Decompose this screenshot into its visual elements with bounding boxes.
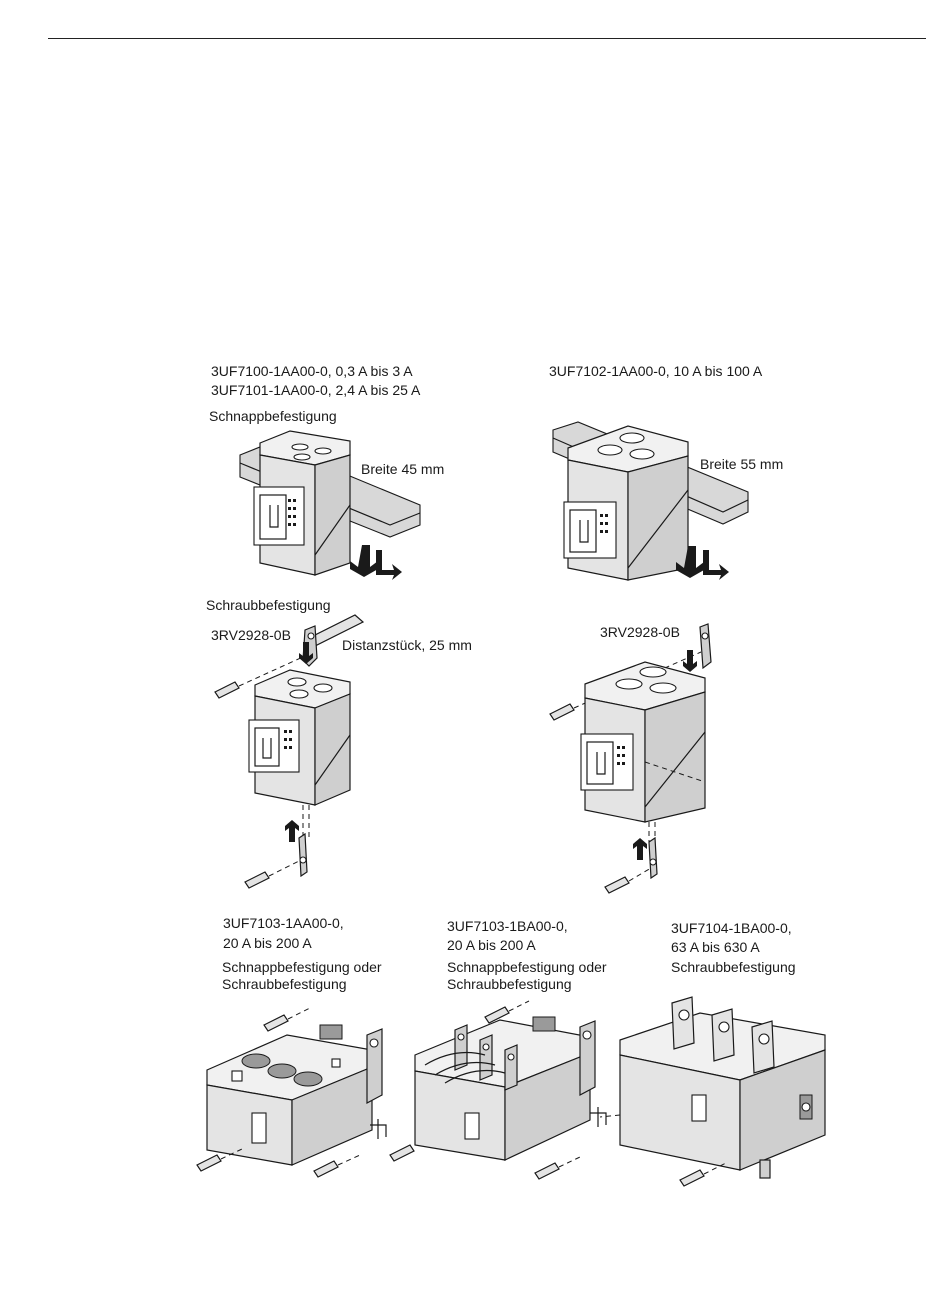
fig3-model-line2: 20 A bis 200 A bbox=[223, 935, 312, 951]
fig5-mount-line1: Schraubbefestigung bbox=[671, 959, 796, 975]
width-45-label: Breite 45 mm bbox=[361, 461, 445, 477]
fig1-model-line2: 3UF7101-1AA00-0, 2,4 A bis 25 A bbox=[211, 382, 421, 398]
fig5-model-line1: 3UF7104-1BA00-0, bbox=[671, 920, 792, 936]
header-rule bbox=[48, 38, 926, 39]
part-number-left: 3RV2928-0B bbox=[211, 627, 291, 643]
fig5-model-line2: 63 A bis 630 A bbox=[671, 939, 760, 955]
device-3UF7104-1BA00-illustration bbox=[599, 996, 826, 1187]
device-45mm-screw-illustration bbox=[214, 614, 365, 889]
screw-mount-label: Schraubbefestigung bbox=[206, 597, 331, 613]
device-45mm-snap-illustration bbox=[239, 430, 421, 580]
device-3UF7103-1AA00-illustration bbox=[196, 1006, 387, 1178]
fig4-model-line2: 20 A bis 200 A bbox=[447, 937, 536, 953]
width-55-label: Breite 55 mm bbox=[700, 456, 784, 472]
fig2-model-line1: 3UF7102-1AA00-0, 10 A bis 100 A bbox=[549, 363, 763, 379]
snap-mount-label: Schnappbefestigung bbox=[209, 408, 337, 424]
fig4-mount-line1: Schnappbefestigung oder bbox=[447, 959, 607, 975]
fig4-model-line1: 3UF7103-1BA00-0, bbox=[447, 918, 568, 934]
fig4-mount-line2: Schraubbefestigung bbox=[447, 976, 572, 992]
device-55mm-screw-illustration bbox=[549, 623, 712, 894]
spacer-label: Distanzstück, 25 mm bbox=[342, 637, 472, 653]
fig3-model-line1: 3UF7103-1AA00-0, bbox=[223, 915, 344, 931]
fig3-mount-line1: Schnappbefestigung oder bbox=[222, 959, 382, 975]
device-3UF7103-1BA00-illustration bbox=[389, 1000, 607, 1180]
device-55mm-snap-illustration bbox=[552, 421, 749, 581]
fig3-mount-line2: Schraubbefestigung bbox=[222, 976, 347, 992]
fig1-model-line1: 3UF7100-1AA00-0, 0,3 A bis 3 A bbox=[211, 363, 413, 379]
part-number-right: 3RV2928-0B bbox=[600, 624, 680, 640]
